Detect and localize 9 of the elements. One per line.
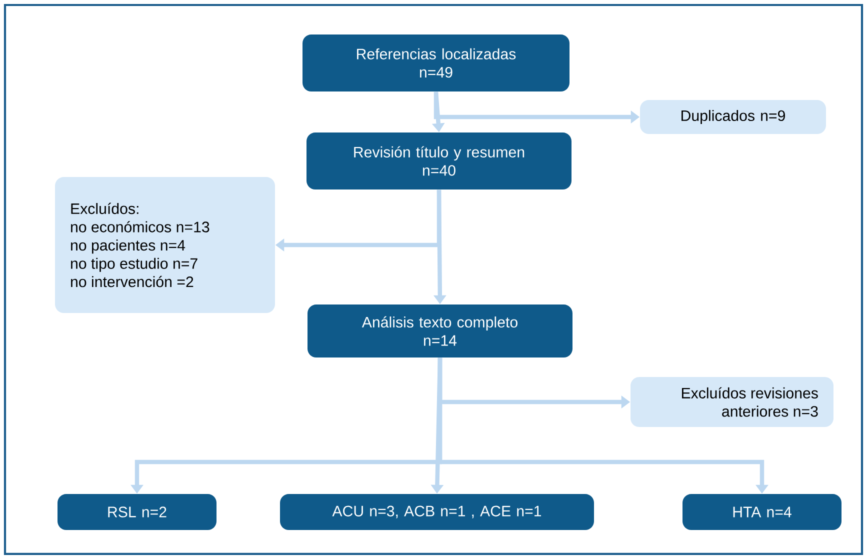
note-box: Excluídos: no económicos n=13 no pacientes n=4 no tipo estudio n=7 no intervención =2: [55, 177, 275, 313]
process-box: Revisión título y resumen n=40: [306, 132, 572, 190]
process-box: Análisis texto completo n=14: [308, 304, 572, 358]
process-box: HTA n=4: [682, 494, 842, 530]
process-box: Referencias localizadas n=49: [302, 34, 570, 92]
note-box: Duplicados n=9: [640, 100, 826, 134]
note-box: Excluídos revisiones anteriores n=3: [630, 377, 834, 427]
process-box: RSL n=2: [58, 494, 216, 530]
process-box: ACU n=3, ACB n=1 , ACE n=1: [280, 494, 594, 530]
